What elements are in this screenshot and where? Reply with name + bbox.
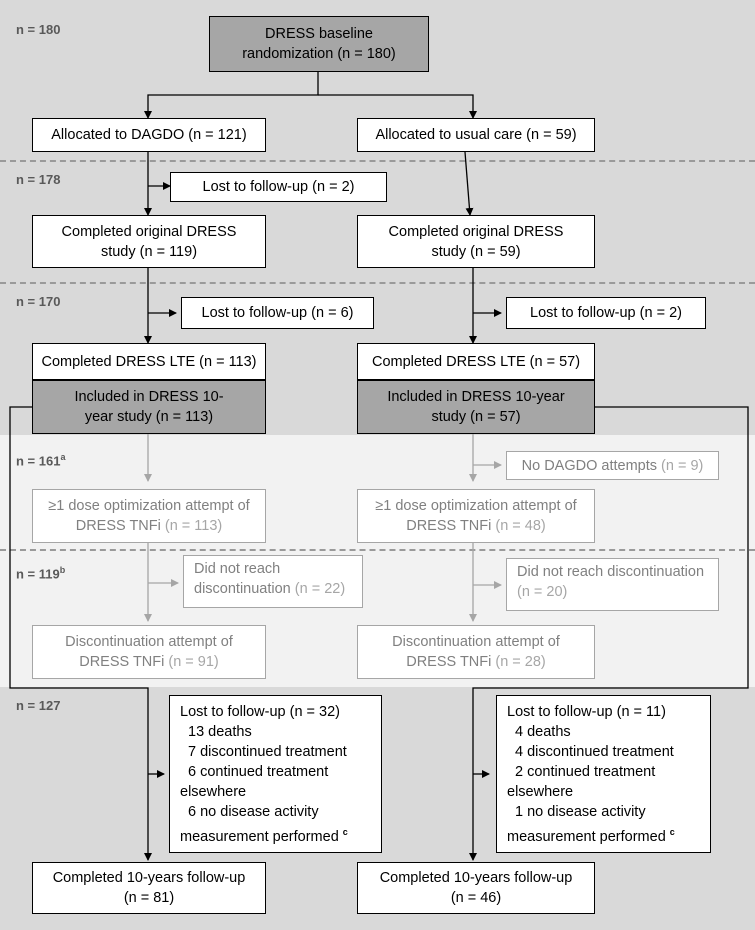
lost-to-follow-up-box: Lost to follow-up (n = 2) <box>506 297 706 329</box>
band-label-1: n = 180 <box>16 22 61 37</box>
allocated-usual-care-box: Allocated to usual care (n = 59) <box>357 118 595 152</box>
dose-optimization-box: ≥1 dose optimization attempt of DRESS TN… <box>32 489 266 543</box>
list-item: 4 deaths <box>515 724 571 740</box>
list-item: elsewhere <box>507 784 574 800</box>
no-dagdo-attempts-box: No DAGDO attempts (n = 9) <box>506 451 719 480</box>
band-label-2: n = 178 <box>16 172 61 187</box>
included-10-year-study-box: Included in DRESS 10-year study (n = 113… <box>32 380 266 434</box>
list-item: measurement performed c <box>180 827 348 845</box>
list-item: measurement performed c <box>507 827 675 845</box>
did-not-reach-discontinuation-box: Did not reach discontinuation (n = 22) <box>183 555 363 608</box>
list-item: 1 no disease activity <box>515 804 646 820</box>
dashed-divider <box>0 282 755 284</box>
discontinuation-attempt-box: Discontinuation attempt of DRESS TNFi (n… <box>357 625 595 679</box>
list-item: 7 discontinued treatment <box>188 744 347 760</box>
completed-original-study-box: Completed original DRESS study (n = 119) <box>32 215 266 268</box>
lost-to-follow-up-box: Lost to follow-up (n = 2) <box>170 172 387 202</box>
lost-to-follow-up-detail-box: Lost to follow-up (n = 32) 13 deaths 7 d… <box>169 695 382 853</box>
discontinuation-attempt-box: Discontinuation attempt of DRESS TNFi (n… <box>32 625 266 679</box>
band-label-6: n = 127 <box>16 698 61 713</box>
list-item: 6 no disease activity <box>188 804 319 820</box>
completed-10-year-follow-up-box: Completed 10-years follow-up (n = 46) <box>357 862 595 914</box>
completed-lte-box: Completed DRESS LTE (n = 57) <box>357 343 595 380</box>
dashed-divider <box>0 160 755 162</box>
lost-reasons-list: Lost to follow-up (n = 32) 13 deaths 7 d… <box>180 702 348 847</box>
dashed-divider <box>0 549 755 551</box>
list-item: 4 discontinued treatment <box>515 744 674 760</box>
dose-optimization-box: ≥1 dose optimization attempt of DRESS TN… <box>357 489 595 543</box>
baseline-randomization-box: DRESS baseline randomization (n = 180) <box>209 16 429 72</box>
list-item: 6 continued treatment <box>188 764 329 780</box>
allocated-dagdo-box: Allocated to DAGDO (n = 121) <box>32 118 266 152</box>
completed-10-year-follow-up-box: Completed 10-years follow-up (n = 81) <box>32 862 266 914</box>
completed-original-study-box: Completed original DRESS study (n = 59) <box>357 215 595 268</box>
list-title: Lost to follow-up (n = 32) <box>180 704 340 720</box>
included-10-year-study-box: Included in DRESS 10-year study (n = 57) <box>357 380 595 434</box>
lost-reasons-list: Lost to follow-up (n = 11) 4 deaths 4 di… <box>507 702 675 847</box>
band-label-3: n = 170 <box>16 294 61 309</box>
band-label-5: n = 119b <box>16 565 66 582</box>
list-title: Lost to follow-up (n = 11) <box>507 704 666 720</box>
list-item: elsewhere <box>180 784 247 800</box>
did-not-reach-discontinuation-box: Did not reach discontinuation (n = 20) <box>506 558 719 611</box>
list-item: 2 continued treatment <box>515 764 656 780</box>
list-item: 13 deaths <box>188 724 252 740</box>
lost-to-follow-up-box: Lost to follow-up (n = 6) <box>181 297 374 329</box>
lost-to-follow-up-detail-box: Lost to follow-up (n = 11) 4 deaths 4 di… <box>496 695 711 853</box>
completed-lte-box: Completed DRESS LTE (n = 113) <box>32 343 266 380</box>
band-label-4: n = 161a <box>16 452 66 469</box>
